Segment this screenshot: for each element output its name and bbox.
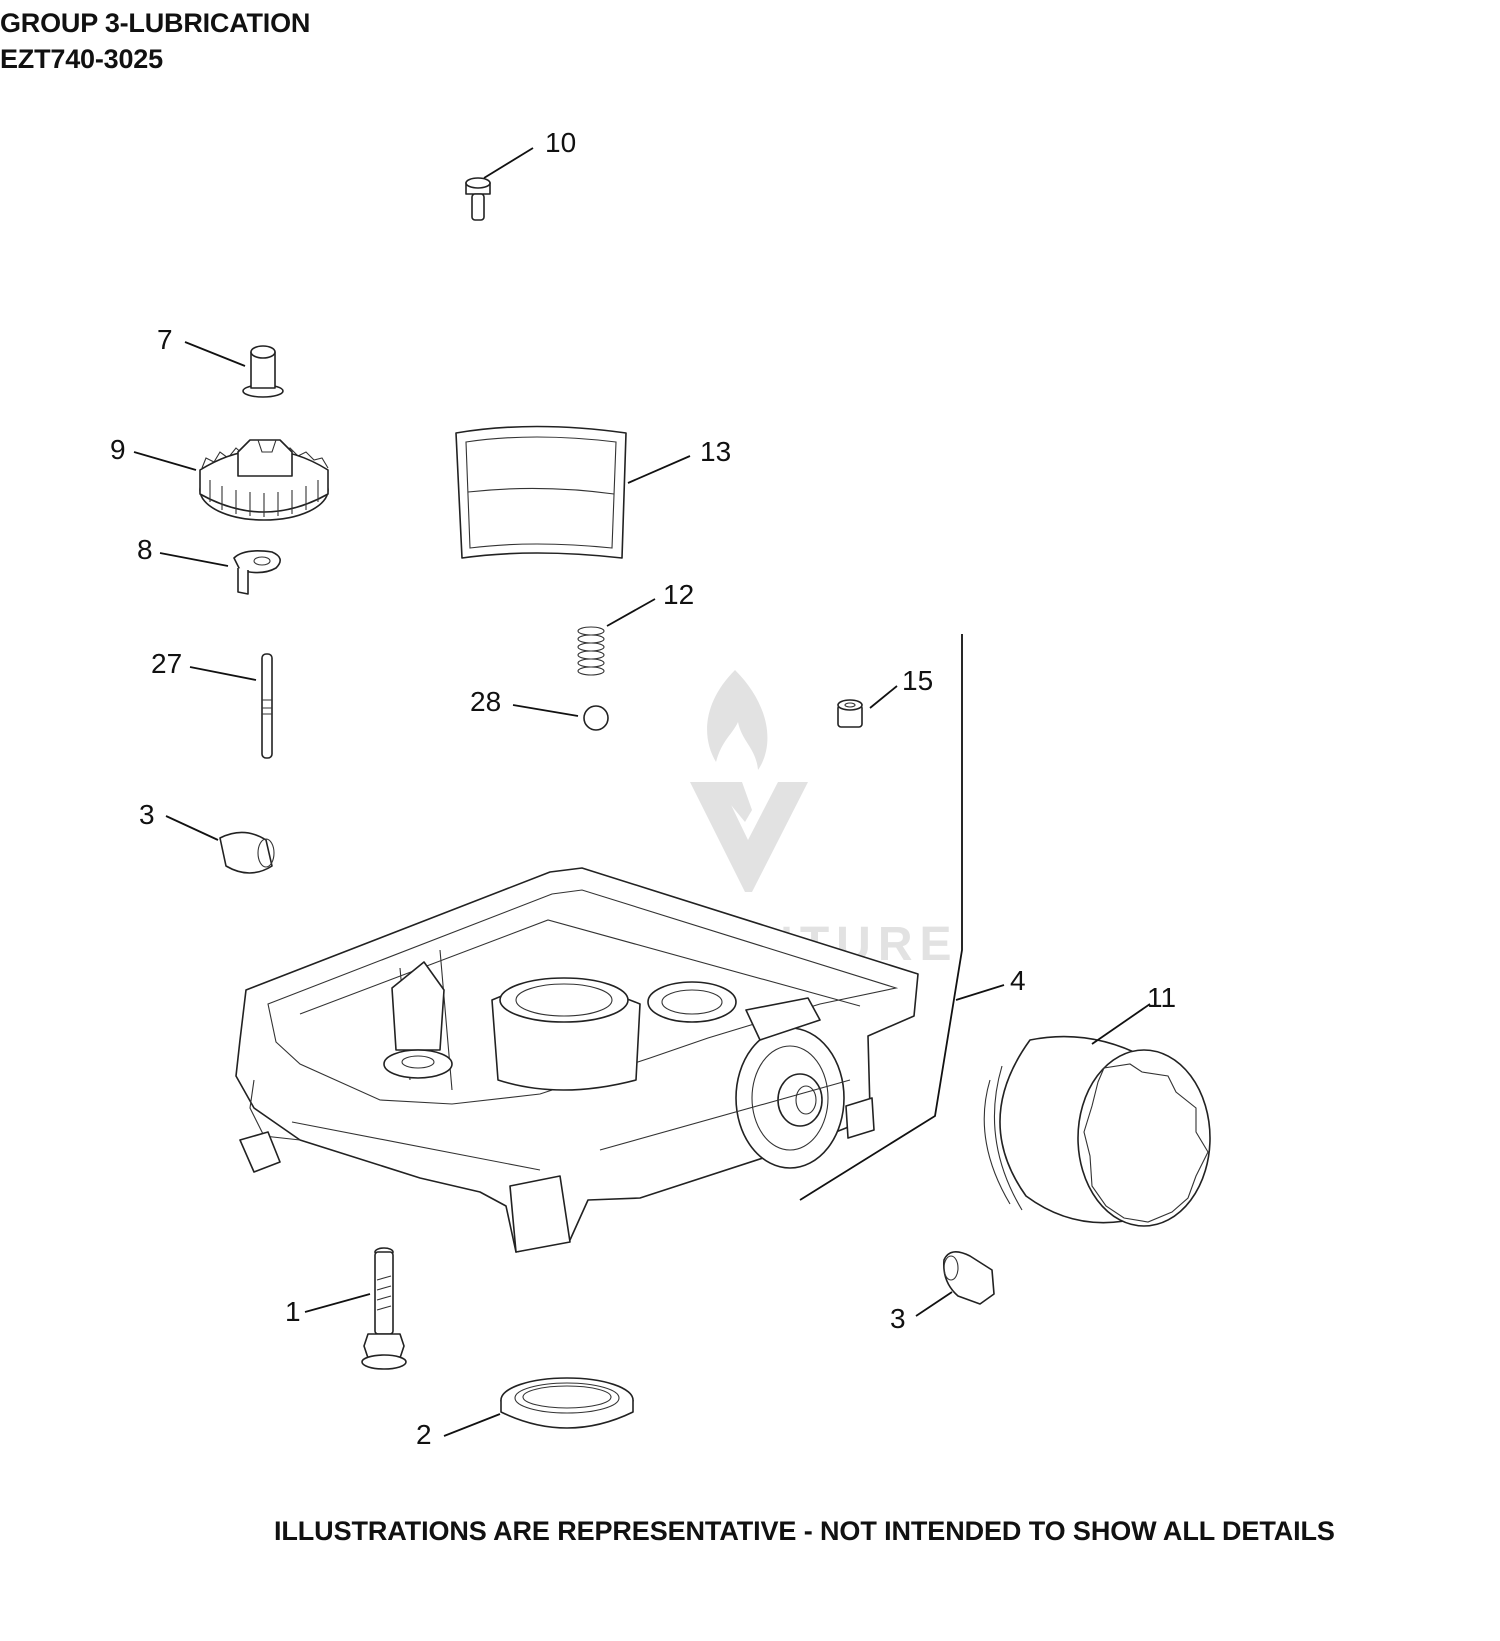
- model-number: EZT740-3025: [0, 44, 163, 74]
- part-7-shaft-pin: [242, 345, 284, 398]
- callout-13: 13: [700, 436, 731, 467]
- group-title: GROUP 3-LUBRICATION: [0, 8, 311, 38]
- leader-12: [606, 598, 656, 627]
- leader-10: [483, 147, 534, 179]
- part-10-screw: [465, 177, 491, 221]
- leader-28: [512, 704, 579, 717]
- leader-2: [443, 1413, 501, 1437]
- part-13-screen: [455, 425, 627, 559]
- part-2-oil-seal: [500, 1377, 634, 1429]
- part-28-ball: [583, 705, 609, 731]
- leader-7: [184, 341, 246, 367]
- callout-3-upper: 3: [139, 799, 155, 830]
- part-3-plug-upper: [219, 831, 275, 874]
- callout-27: 27: [151, 648, 182, 679]
- callout-28: 28: [470, 686, 501, 717]
- part-9-oil-pump-gear: [199, 439, 329, 521]
- callout-10: 10: [545, 127, 576, 158]
- part-4-group-bracket: [799, 634, 963, 1201]
- leader-1: [304, 1293, 371, 1313]
- part-8-clip: [233, 550, 281, 595]
- part-1-screw: [361, 1247, 407, 1370]
- part-3-plug-lower: [942, 1251, 995, 1305]
- callout-1: 1: [285, 1296, 301, 1327]
- leader-27: [189, 666, 257, 681]
- callout-3-lower: 3: [890, 1303, 906, 1334]
- leader-4: [955, 984, 1005, 1001]
- leader-3-lower: [915, 1291, 953, 1317]
- leader-15: [869, 685, 898, 709]
- part-4-oil-pan: [235, 867, 919, 1253]
- callout-8: 8: [137, 534, 153, 565]
- callout-9: 9: [110, 434, 126, 465]
- disclaimer-footer: ILLUSTRATIONS ARE REPRESENTATIVE - NOT I…: [274, 1516, 1335, 1546]
- leader-13: [627, 455, 691, 484]
- callout-11: 11: [1147, 982, 1176, 1013]
- part-15-dowel: [837, 699, 863, 728]
- callout-15: 15: [902, 665, 933, 696]
- part-11-oil-filter: [983, 1035, 1211, 1227]
- callout-2: 2: [416, 1419, 432, 1450]
- leader-3-upper: [165, 815, 219, 841]
- leader-8: [159, 552, 229, 567]
- leader-9: [133, 451, 197, 471]
- callout-12: 12: [663, 579, 694, 610]
- callout-4: 4: [1010, 965, 1026, 996]
- part-12-spring: [577, 626, 605, 676]
- callout-7: 7: [157, 324, 173, 355]
- leader-11: [1091, 1003, 1151, 1045]
- part-27-pin: [261, 653, 273, 759]
